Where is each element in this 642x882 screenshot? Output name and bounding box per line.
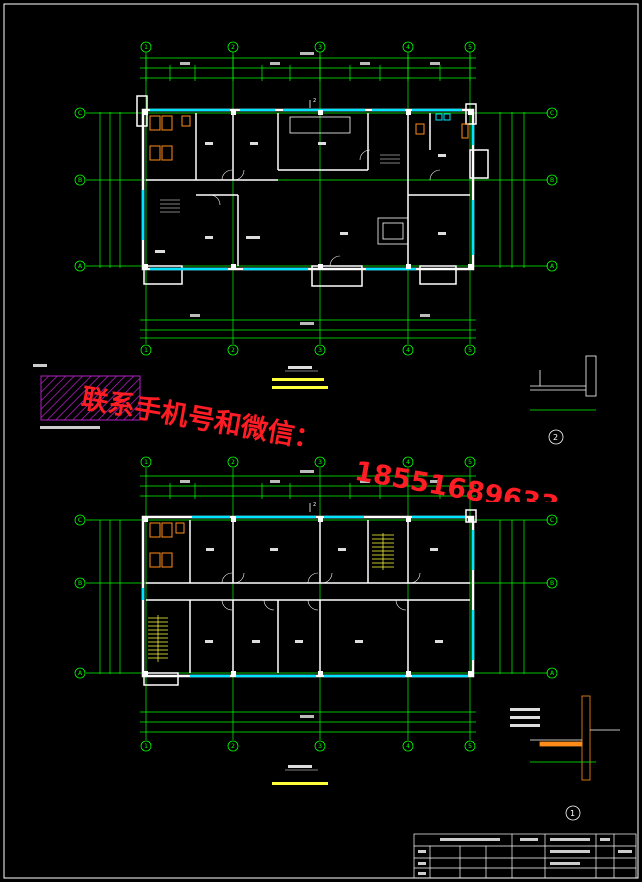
detail-marker-lower: 1 [570,809,575,818]
axis-col-4: 4 [406,44,410,51]
hatched-legend-box [33,364,141,429]
first-floor-plan: 1 2 3 4 5 1 2 3 4 5 C B A C B A 2 [74,41,558,389]
drawing-frame [3,3,639,879]
axis-col-2-lower: 2 [231,459,235,466]
axis-col-3-lower-bottom: 3 [318,743,322,750]
axis-row-c: C [78,110,82,117]
axis-col-1-bottom: 1 [144,347,148,354]
axis-col-5-lower-bottom: 5 [468,743,472,750]
axis-col-4-bottom: 4 [406,347,410,354]
detail-section-upper [530,355,597,445]
title-block [413,833,637,879]
axis-col-1-lower-bottom: 1 [144,743,148,750]
axis-row-c-lower-right: C [550,517,554,524]
detail-section-lower [530,695,620,821]
axis-col-4-lower-bottom: 4 [406,743,410,750]
axis-col-2-lower-bottom: 2 [231,743,235,750]
axis-row-b-lower: B [78,580,82,587]
axis-row-a: A [78,263,83,270]
axis-row-b: B [78,177,82,184]
second-floor-plan: 1 2 3 4 5 1 2 3 4 5 C B A C B A 2 [74,456,558,785]
axis-col-1: 1 [144,44,148,51]
axis-col-2: 2 [231,44,235,51]
axis-row-c-right: C [550,110,554,117]
axis-col-1-lower: 1 [144,459,148,466]
axis-row-a-lower: A [78,670,83,677]
axis-row-a-lower-right: A [550,670,555,677]
section-mark-lower: 2 [313,502,316,508]
axis-col-3-bottom: 3 [318,347,322,354]
axis-col-2-bottom: 2 [231,347,235,354]
axis-row-b-right: B [550,177,554,184]
detail-marker-upper: 2 [553,433,558,442]
axis-col-5-bottom: 5 [468,347,472,354]
axis-col-5: 5 [468,44,472,51]
axis-col-3: 3 [318,44,322,51]
axis-row-b-lower-right: B [550,580,554,587]
axis-row-a-right: A [550,263,555,270]
axis-col-3-lower: 3 [318,459,322,466]
axis-row-c-lower: C [78,517,82,524]
axis-col-5-lower: 5 [468,459,472,466]
section-mark-upper: 2 [313,98,316,104]
axis-col-4-lower: 4 [406,459,410,466]
